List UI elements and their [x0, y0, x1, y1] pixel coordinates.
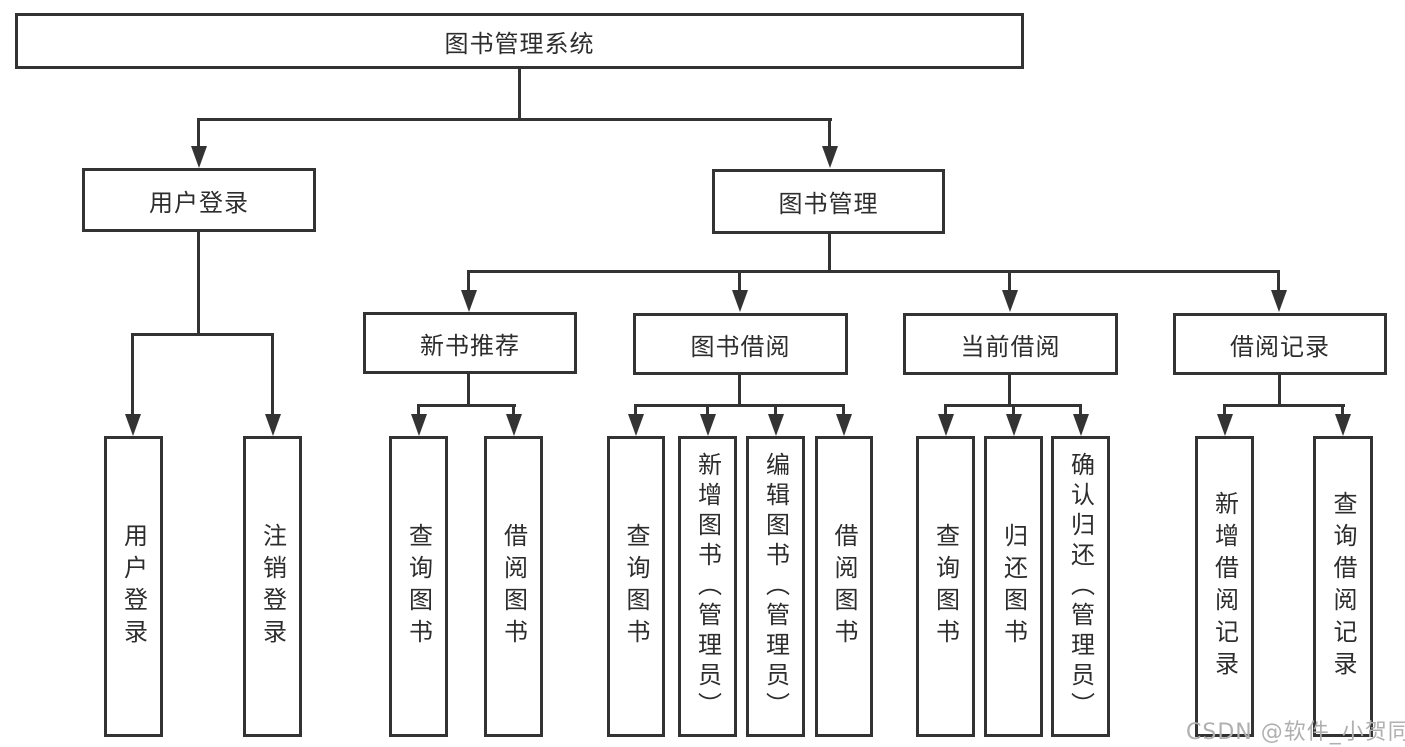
connector-line	[1079, 407, 1082, 416]
connector-line	[774, 407, 777, 416]
connector-line	[512, 407, 515, 416]
connector-line	[271, 336, 274, 414]
arrow-down-icon	[822, 146, 838, 168]
connector-line	[197, 232, 200, 335]
connector-line	[634, 407, 637, 416]
node-root: 图书管理系统	[15, 13, 1024, 69]
leaf-nb-borrow-books: 借阅图书	[484, 436, 543, 737]
connector-line	[1223, 404, 1345, 407]
arrow-down-icon	[1335, 414, 1351, 436]
leaf-bb-add-books-admin: 新增图书（管理员）	[678, 436, 737, 737]
arrow-down-icon	[265, 414, 281, 436]
arrow-down-icon	[1006, 414, 1022, 436]
connector-line	[944, 407, 947, 416]
node-book-management-label: 图书管理	[778, 190, 879, 218]
connector-line	[467, 374, 470, 406]
leaf-br-query-record: 查询借阅记录	[1313, 436, 1373, 737]
node-user-login-label: 用户登录	[149, 188, 249, 217]
connector-line	[1008, 375, 1011, 406]
node-root-label: 图书管理系统	[444, 29, 595, 58]
leaf-bb-query-books: 查询图书	[607, 436, 665, 737]
arrow-down-icon	[938, 414, 954, 436]
leaf-br-add-record-label: 新增借阅记录	[1210, 490, 1239, 683]
leaf-br-query-record-label: 查询借阅记录	[1329, 490, 1357, 683]
connector-line	[828, 234, 831, 272]
node-new-book-recommend: 新书推荐	[363, 312, 577, 374]
connector-line	[131, 333, 274, 336]
connector-line	[1223, 407, 1226, 416]
arrow-down-icon	[1271, 290, 1287, 312]
leaf-cb-return-books: 归还图书	[984, 436, 1043, 737]
leaf-bb-query-books-label: 查询图书	[622, 522, 650, 651]
connector-line	[634, 404, 845, 407]
leaf-user-login: 用户登录	[104, 436, 163, 737]
connector-line	[828, 121, 831, 147]
arrow-down-icon	[191, 146, 207, 168]
connector-line	[944, 404, 1082, 407]
arrow-down-icon	[1002, 290, 1018, 312]
leaf-bb-borrow-books-label: 借阅图书	[830, 522, 858, 651]
connector-line	[1341, 407, 1344, 416]
leaf-br-add-record: 新增借阅记录	[1195, 436, 1254, 737]
arrow-down-icon	[1073, 414, 1089, 436]
node-borrow-records: 借阅记录	[1173, 313, 1387, 375]
leaf-cb-return-books-label: 归还图书	[999, 522, 1028, 651]
node-book-borrow: 图书借阅	[633, 313, 848, 375]
arrow-down-icon	[700, 414, 716, 436]
connector-line	[131, 336, 134, 414]
connector-line	[738, 375, 741, 406]
node-user-login: 用户登录	[82, 168, 316, 232]
leaf-nb-borrow-books-label: 借阅图书	[499, 522, 528, 651]
csdn-watermark: CSDN @软件_小贺同学	[1186, 720, 1405, 745]
leaf-logout: 注销登录	[243, 436, 302, 737]
arrow-down-icon	[1217, 414, 1233, 436]
connector-line	[197, 121, 200, 147]
connector-line	[417, 407, 420, 416]
connector-line	[738, 273, 741, 291]
node-new-book-recommend-label: 新书推荐	[420, 331, 520, 360]
leaf-logout-label: 注销登录	[258, 522, 287, 651]
leaf-cb-query-books: 查询图书	[916, 436, 975, 737]
connector-line	[197, 118, 832, 121]
connector-line	[706, 407, 709, 416]
leaf-bb-edit-books-admin: 编辑图书（管理员）	[746, 436, 805, 737]
connector-line	[1277, 273, 1280, 291]
connector-line	[417, 404, 516, 407]
leaf-user-login-label: 用户登录	[119, 522, 148, 651]
leaf-bb-edit-books-admin-label: 编辑图书（管理员）	[761, 451, 790, 722]
arrow-down-icon	[125, 414, 141, 436]
arrow-down-icon	[461, 290, 477, 312]
leaf-cb-confirm-return-admin: 确认归还（管理员）	[1051, 436, 1110, 737]
leaf-bb-borrow-books: 借阅图书	[815, 436, 873, 737]
node-current-borrow: 当前借阅	[903, 313, 1118, 375]
leaf-cb-confirm-return-admin-label: 确认归还（管理员）	[1066, 451, 1095, 722]
connector-line	[1012, 407, 1015, 416]
node-current-borrow-label: 当前借阅	[960, 332, 1061, 361]
arrow-down-icon	[506, 414, 522, 436]
connector-line	[467, 273, 470, 291]
connector-line	[467, 270, 1280, 273]
leaf-bb-add-books-admin-label: 新增图书（管理员）	[693, 451, 722, 722]
connector-line	[518, 68, 521, 120]
connector-line	[842, 407, 845, 416]
node-borrow-records-label: 借阅记录	[1230, 332, 1330, 361]
connector-line	[1008, 273, 1011, 291]
arrow-down-icon	[732, 290, 748, 312]
node-book-borrow-label: 图书借阅	[690, 332, 791, 361]
connector-line	[1278, 375, 1281, 406]
arrow-down-icon	[768, 414, 784, 436]
leaf-nb-query-books-label: 查询图书	[404, 522, 433, 651]
leaf-nb-query-books: 查询图书	[389, 436, 448, 737]
arrow-down-icon	[628, 414, 644, 436]
leaf-cb-query-books-label: 查询图书	[931, 522, 960, 651]
arrow-down-icon	[411, 414, 427, 436]
node-book-management: 图书管理	[712, 169, 945, 234]
arrow-down-icon	[836, 414, 852, 436]
